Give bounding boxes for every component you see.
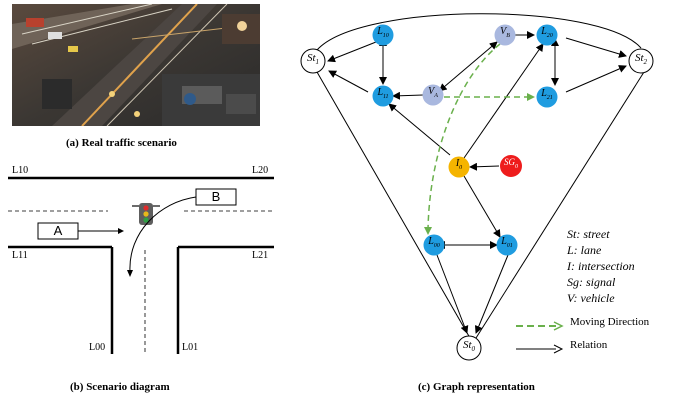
caption-c: (c) Graph representation — [418, 381, 535, 393]
label-sg0: SG0 — [504, 157, 518, 170]
label-l01: L01 — [501, 236, 513, 249]
vehicle-b-label: B — [211, 189, 221, 204]
label-st2: St2 — [634, 52, 648, 67]
street-node-st0 — [456, 335, 482, 361]
legend: St: street L: lane I: intersection Sg: s… — [567, 226, 635, 306]
lane-node-l00 — [423, 234, 445, 256]
legend-def-vehicle: V: vehicle — [567, 291, 615, 305]
lane-node-l10 — [372, 24, 394, 46]
vehicle-a-label: A — [53, 223, 63, 238]
lane-label-l20: L20 — [252, 165, 269, 176]
street-node-st1 — [300, 48, 326, 74]
legend-moving-label: Moving Direction — [570, 316, 650, 328]
lane-label-l10: L10 — [12, 165, 29, 176]
legend-def-street: St: street — [567, 227, 610, 241]
label-st1: St1 — [306, 52, 320, 67]
scenario-diagram: A B L10 L20 L11 L21 L00 L01 — [0, 162, 280, 362]
lane-label-l11: L11 — [12, 250, 28, 261]
lane-node-l20 — [536, 24, 558, 46]
signal-node-sg0 — [500, 155, 522, 177]
lane-label-l21: L21 — [252, 250, 269, 261]
lane-node-l01 — [496, 234, 518, 256]
street-node-st2 — [628, 48, 654, 74]
label-l21: L21 — [541, 88, 553, 101]
label-l20: L20 — [541, 26, 553, 39]
graph-representation: St1 St2 St0 L10 L11 L20 L21 L00 L01 VA V… — [290, 0, 677, 370]
lane-label-l01: L01 — [182, 342, 199, 353]
legend-def-lane: L: lane — [567, 243, 602, 257]
legend-relation-line — [516, 341, 566, 359]
legend-def-intersection: I: intersection — [567, 259, 635, 273]
intersection-node-i0 — [448, 156, 470, 178]
lane-node-l11 — [372, 85, 394, 107]
label-i0: I0 — [455, 158, 463, 171]
lane-node-l21 — [536, 86, 558, 108]
vehicle-node-vb — [494, 24, 516, 46]
label-l10: L10 — [377, 26, 389, 39]
label-l11: L11 — [377, 87, 389, 100]
lane-label-l00: L00 — [89, 342, 106, 353]
label-va: VA — [428, 86, 438, 99]
legend-moving-line — [516, 318, 566, 336]
label-vb: VB — [500, 26, 510, 39]
legend-relation-label: Relation — [570, 339, 608, 351]
label-st0: St0 — [462, 339, 476, 354]
vehicle-node-va — [422, 84, 444, 106]
caption-b: (b) Scenario diagram — [70, 381, 170, 393]
label-l00: L00 — [428, 236, 440, 249]
legend-def-signal: Sg: signal — [567, 275, 616, 289]
caption-a: (a) Real traffic scenario — [66, 137, 177, 149]
traffic-photo — [12, 4, 260, 126]
